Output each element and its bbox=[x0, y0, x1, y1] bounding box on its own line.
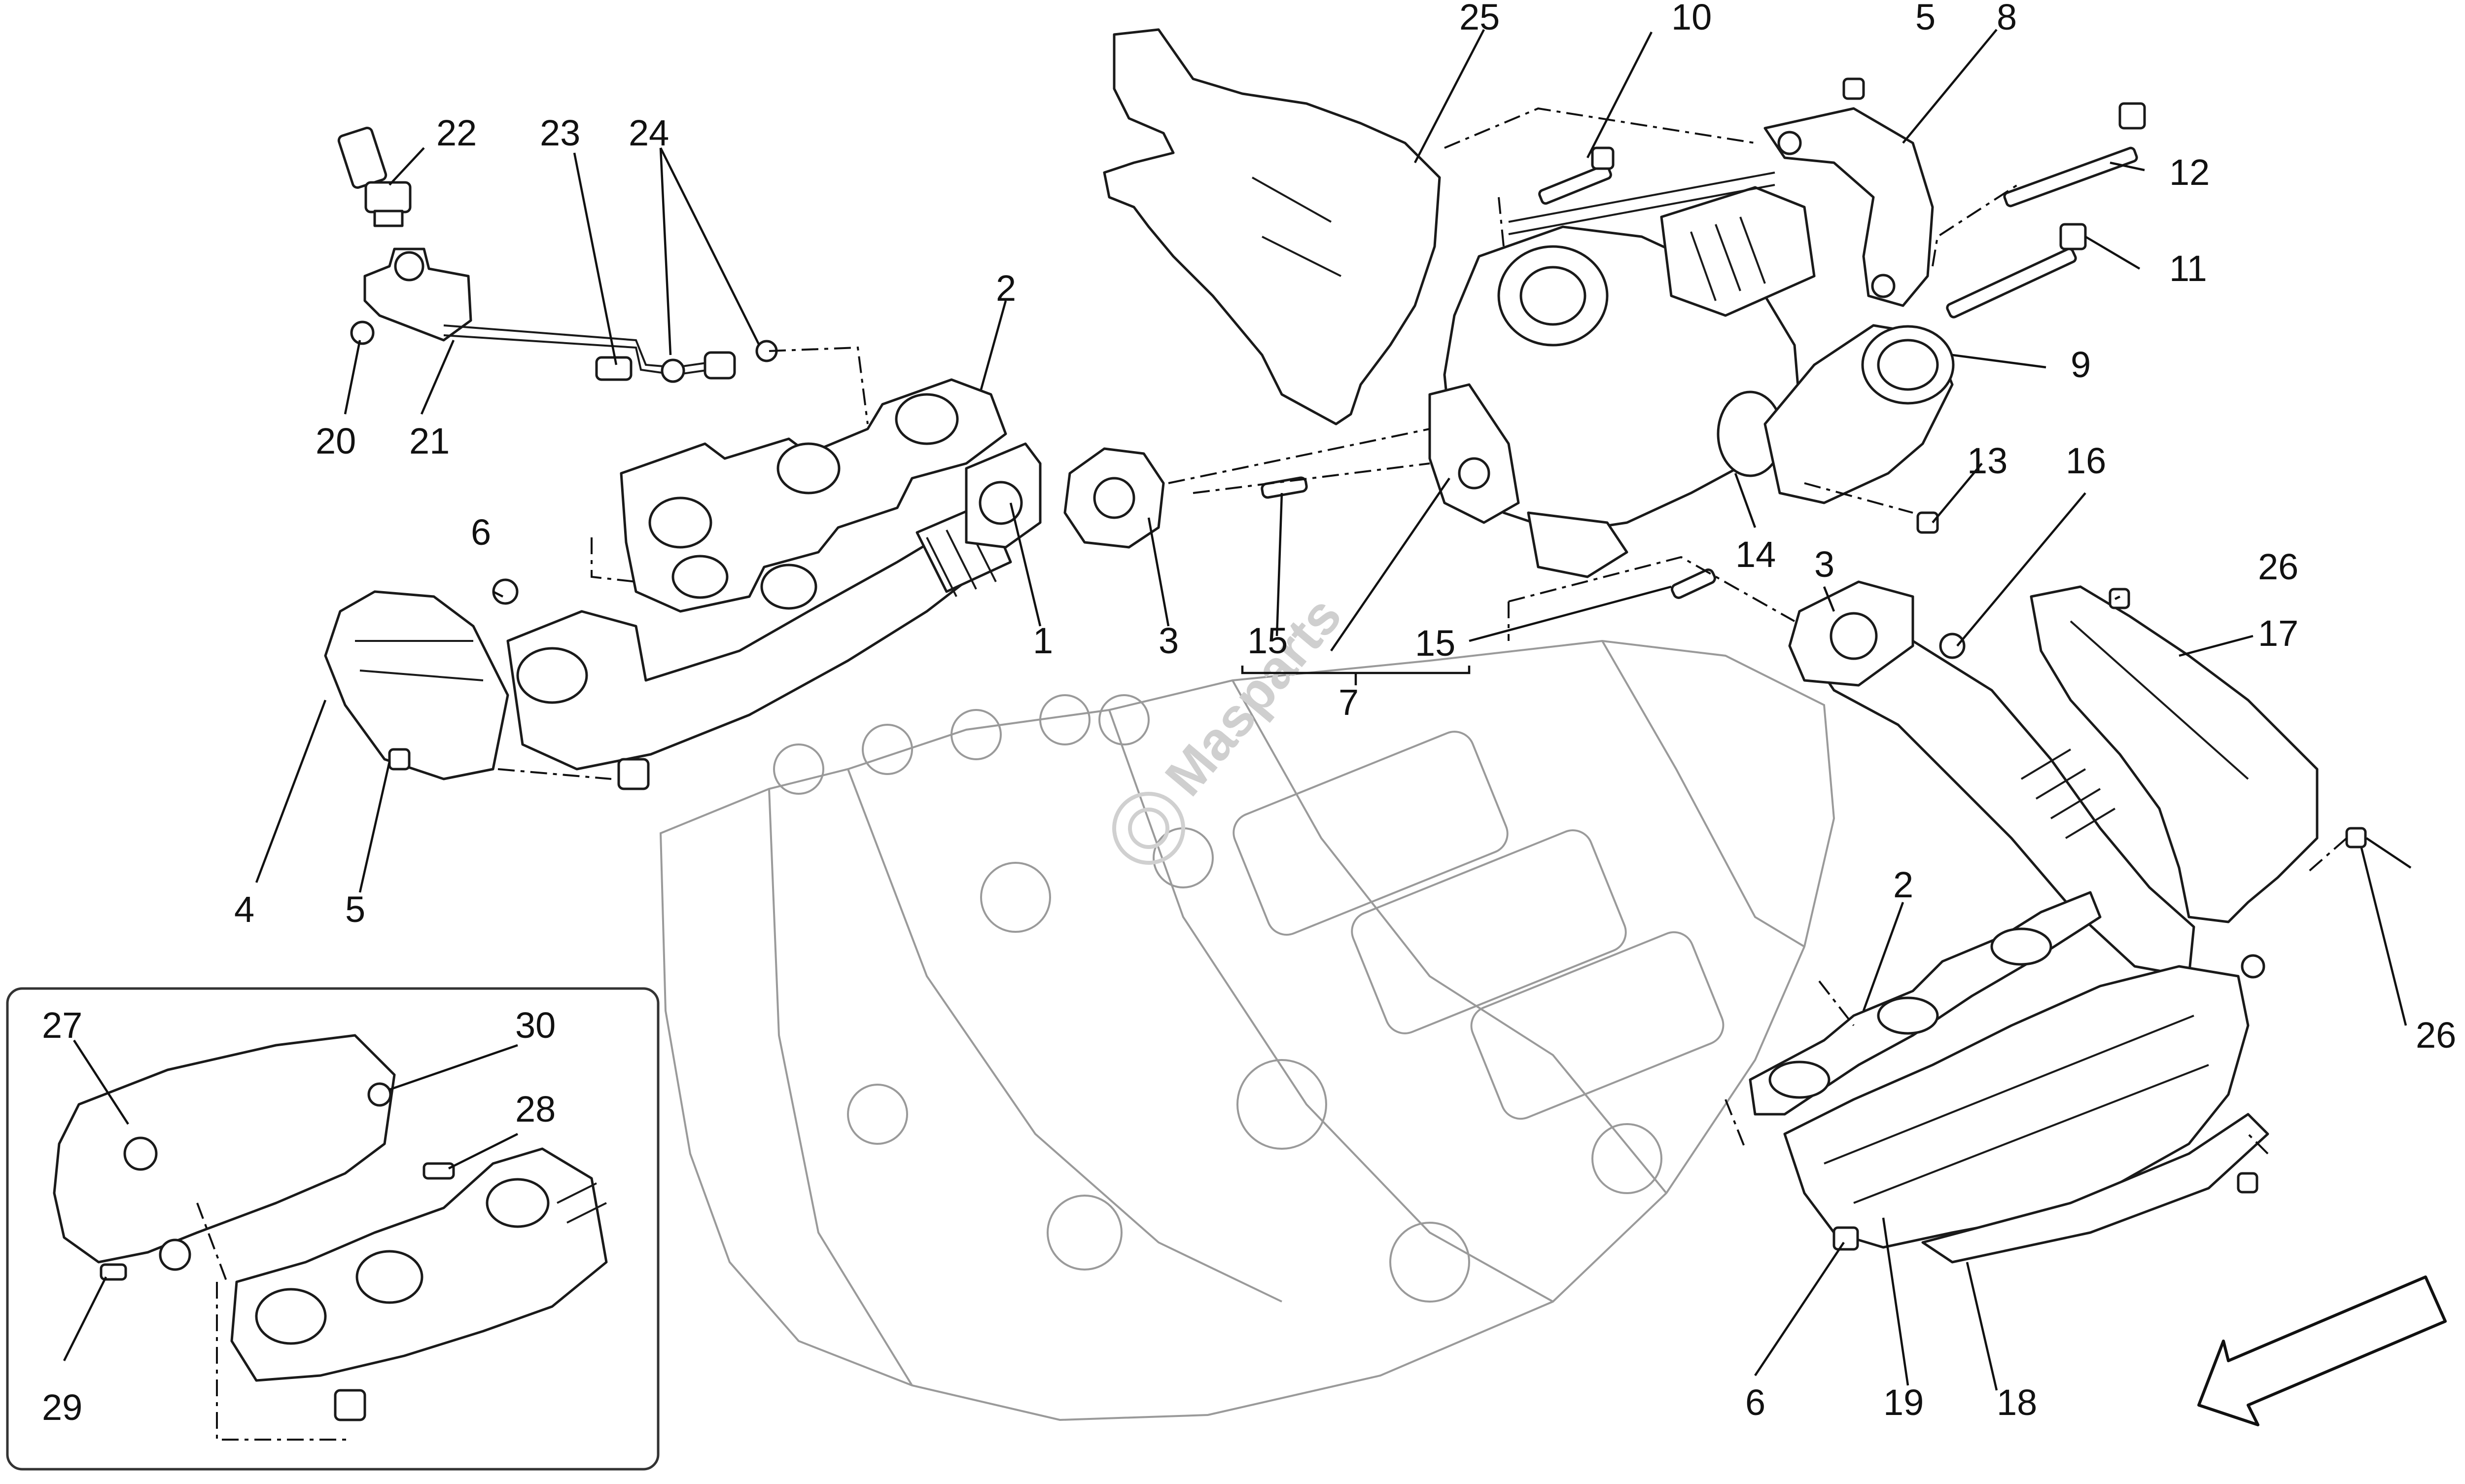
callout-5: 5 bbox=[345, 889, 365, 930]
exhaust-gasket-right bbox=[1749, 891, 2102, 1116]
front-direction-arrow-icon bbox=[2197, 1275, 2447, 1426]
callout-2: 2 bbox=[1893, 864, 1913, 905]
callout-15: 15 bbox=[1415, 623, 1455, 664]
watermark-text: Masparts bbox=[1154, 586, 1353, 807]
callout-9: 9 bbox=[2071, 344, 2091, 385]
pressure-sensor bbox=[337, 126, 412, 227]
callout-18: 18 bbox=[1997, 1382, 2037, 1423]
callout-27: 27 bbox=[42, 1005, 82, 1046]
turbo-heat-shield bbox=[1103, 28, 1441, 425]
heat-shield-right bbox=[2030, 585, 2367, 923]
callout-29: 29 bbox=[42, 1387, 82, 1428]
callout-23: 23 bbox=[540, 112, 580, 153]
exhaust-gasket-left bbox=[620, 378, 1007, 613]
callout-4: 4 bbox=[234, 889, 254, 930]
down-pipe-right bbox=[1793, 605, 2195, 978]
turbocharger bbox=[1428, 172, 1816, 578]
turbo-outlet-elbow bbox=[1763, 324, 1955, 504]
callout-21: 21 bbox=[409, 421, 450, 461]
callout-19: 19 bbox=[1883, 1382, 1924, 1423]
callout-22: 22 bbox=[436, 112, 477, 153]
callout-26: 26 bbox=[2258, 546, 2298, 587]
alignment-lines bbox=[196, 107, 2348, 1441]
callout-11: 11 bbox=[2169, 248, 2207, 289]
exhaust-manifold-right bbox=[1783, 954, 2269, 1264]
masparts-logo-icon: Masparts bbox=[1112, 586, 1353, 865]
callout-6: 6 bbox=[1745, 1382, 1765, 1423]
turbo-bracket bbox=[1763, 107, 1934, 307]
callout-13: 13 bbox=[1967, 440, 2007, 481]
callout-3: 3 bbox=[1814, 544, 1834, 585]
leader-lines bbox=[63, 29, 2412, 1391]
callout-26: 26 bbox=[2416, 1015, 2456, 1056]
turbo-outlet-gasket bbox=[1788, 580, 1966, 687]
callout-25: 25 bbox=[1459, 0, 1500, 37]
turbo-inlet-gasket bbox=[1063, 447, 1165, 549]
callout-6: 6 bbox=[471, 512, 491, 553]
callout-16: 16 bbox=[2066, 440, 2106, 481]
callout-labels: 1 2 2 3 3 4 5 5 6 6 7 8 9 10 11 12 13 14… bbox=[42, 0, 2456, 1428]
callout-7: 7 bbox=[1338, 682, 1359, 723]
callout-14: 14 bbox=[1735, 534, 1776, 575]
callout-12: 12 bbox=[2169, 152, 2210, 193]
callout-2: 2 bbox=[996, 268, 1016, 309]
callout-30: 30 bbox=[515, 1005, 556, 1046]
exhaust-manifold-left bbox=[506, 442, 1042, 790]
callout-5: 5 bbox=[1915, 0, 1936, 37]
callout-20: 20 bbox=[316, 421, 356, 461]
callout-24: 24 bbox=[629, 112, 669, 153]
bolts bbox=[1538, 77, 2146, 534]
callout-1: 1 bbox=[1033, 620, 1053, 661]
callout-10: 10 bbox=[1671, 0, 1712, 37]
callout-17: 17 bbox=[2258, 613, 2298, 654]
engine-block bbox=[659, 639, 1835, 1421]
callout-15: 15 bbox=[1247, 620, 1288, 661]
callout-3: 3 bbox=[1159, 620, 1179, 661]
heat-shield-left bbox=[324, 578, 519, 780]
inset-panel bbox=[6, 987, 660, 1471]
sensor-pipe-bracket bbox=[363, 247, 710, 376]
callout-8: 8 bbox=[1997, 0, 2017, 37]
small-fittings bbox=[350, 320, 778, 383]
callout-28: 28 bbox=[515, 1089, 556, 1130]
